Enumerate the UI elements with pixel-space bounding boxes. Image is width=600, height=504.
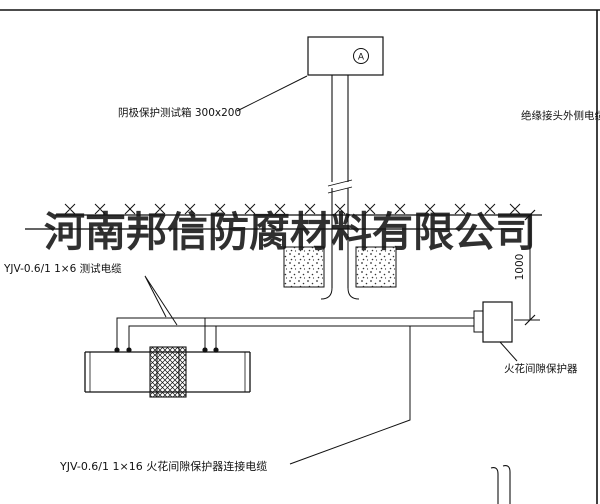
foundation-block-right <box>355 246 397 288</box>
insulated-joint-cable-label: 绝缘接头外侧电缆 <box>521 109 600 122</box>
insulating-joint <box>149 346 187 398</box>
foundation-block-left <box>283 246 325 288</box>
terminal-dot <box>202 347 208 353</box>
riser-break-symbol <box>490 465 511 504</box>
conduit-break-symbol <box>327 179 353 194</box>
meter-letter: A <box>358 53 365 63</box>
protector-cable-label: YJV-0.6/1 1×16 火花间隙保护器连接电缆 <box>59 459 267 473</box>
dimension-line <box>514 215 540 321</box>
test-box <box>307 36 384 76</box>
test-box-leader-line <box>236 75 308 112</box>
dimension-ticks <box>524 209 536 326</box>
test-cable-leader-lines <box>144 275 178 326</box>
cable-exit-hooks <box>320 287 360 300</box>
insulating-joint-flanges <box>156 347 180 397</box>
terminal-dot <box>114 347 120 353</box>
cable-terminals <box>114 347 219 353</box>
test-box-label: 阴极保护测试箱 300x200 <box>118 106 241 119</box>
cable-run-upper <box>116 317 474 349</box>
spark-gap-protector-body <box>482 301 513 343</box>
terminal-dot <box>126 347 132 353</box>
spark-gap-protector-terminal <box>473 310 484 333</box>
cable-run-lower <box>128 325 474 349</box>
conduit-riser <box>331 75 349 288</box>
protector-cable-leader-line <box>289 326 411 465</box>
ground-hatch-marks <box>64 203 521 215</box>
pipeline-end-caps <box>89 352 246 392</box>
spark-gap-protector-label: 火花间隙保护器 <box>504 362 578 375</box>
spark-gap-leader-line <box>499 341 518 362</box>
test-cable-label: YJV-0.6/1 1×6 测试电缆 <box>3 262 122 275</box>
cable-stems-right <box>204 318 217 349</box>
terminal-dot <box>213 347 219 353</box>
dimension-depth-label: 1000 <box>514 254 526 281</box>
meter-circle-icon <box>353 48 369 64</box>
